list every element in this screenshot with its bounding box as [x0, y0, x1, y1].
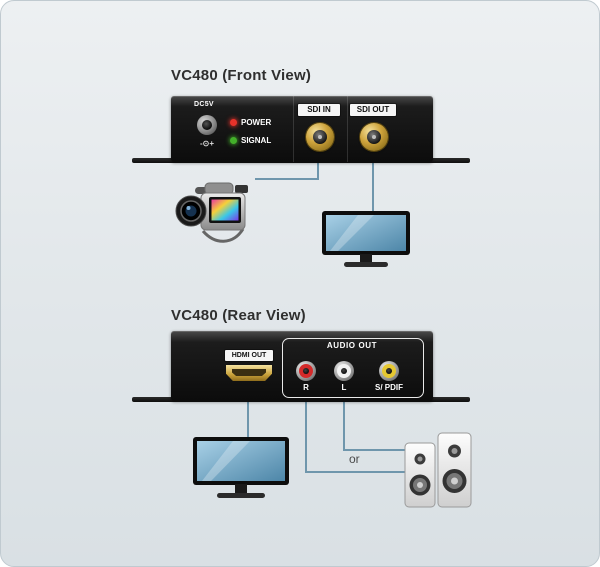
- panel-separator: [293, 96, 294, 162]
- speakers-image: [404, 432, 472, 508]
- power-led-label: POWER: [241, 118, 272, 127]
- line-sdi-out-to-monitor: [372, 159, 374, 213]
- vc480-front-device: DC5V -⊙+ POWER SIGNAL SDI IN SDI OUT: [171, 96, 433, 162]
- rca-r-connector: [296, 361, 316, 381]
- sdi-out-label: SDI OUT: [350, 104, 396, 116]
- vc480-rear-device: HDMI OUT AUDIO OUT R L S/ PDIF: [171, 331, 433, 401]
- power-led: [230, 119, 237, 126]
- spdif-label: S/ PDIF: [374, 383, 403, 392]
- line-rca-l-vertical: [343, 400, 345, 451]
- signal-led: [230, 137, 237, 144]
- polarity-label: -⊙+: [199, 139, 215, 148]
- signal-led-label: SIGNAL: [241, 136, 272, 145]
- line-rca-r-to-speakers: [305, 471, 413, 473]
- sdi-in-label: SDI IN: [298, 104, 340, 116]
- line-rca-l-to-speakers: [343, 449, 413, 451]
- monitor-image-front: [322, 211, 410, 267]
- sdi-in-bnc-connector: [306, 123, 334, 151]
- panel-separator: [347, 96, 348, 162]
- rca-l-connector: [334, 361, 354, 381]
- rear-view-title: VC480 (Rear View): [171, 307, 306, 324]
- or-label: or: [349, 452, 360, 466]
- camcorder-image: [175, 182, 248, 243]
- rca-l-label: L: [341, 383, 347, 392]
- line-sdi-in-to-camera: [255, 178, 319, 180]
- line-sdi-in-vertical: [317, 159, 319, 180]
- front-view-title: VC480 (Front View): [171, 67, 312, 84]
- audio-out-label: AUDIO OUT: [326, 341, 378, 350]
- dc5v-label: DC5V: [194, 101, 214, 108]
- line-rca-r-vertical: [305, 400, 307, 473]
- rca-r-label: R: [303, 383, 309, 392]
- spdif-connector: [379, 361, 399, 381]
- sdi-out-bnc-connector: [360, 123, 388, 151]
- hdmi-out-label: HDMI OUT: [225, 350, 273, 361]
- monitor-image-rear: [193, 437, 289, 498]
- dc-power-jack: [197, 115, 217, 135]
- audio-out-group: [282, 338, 424, 398]
- hdmi-out-connector: [226, 365, 272, 381]
- line-hdmi-to-monitor: [247, 400, 249, 438]
